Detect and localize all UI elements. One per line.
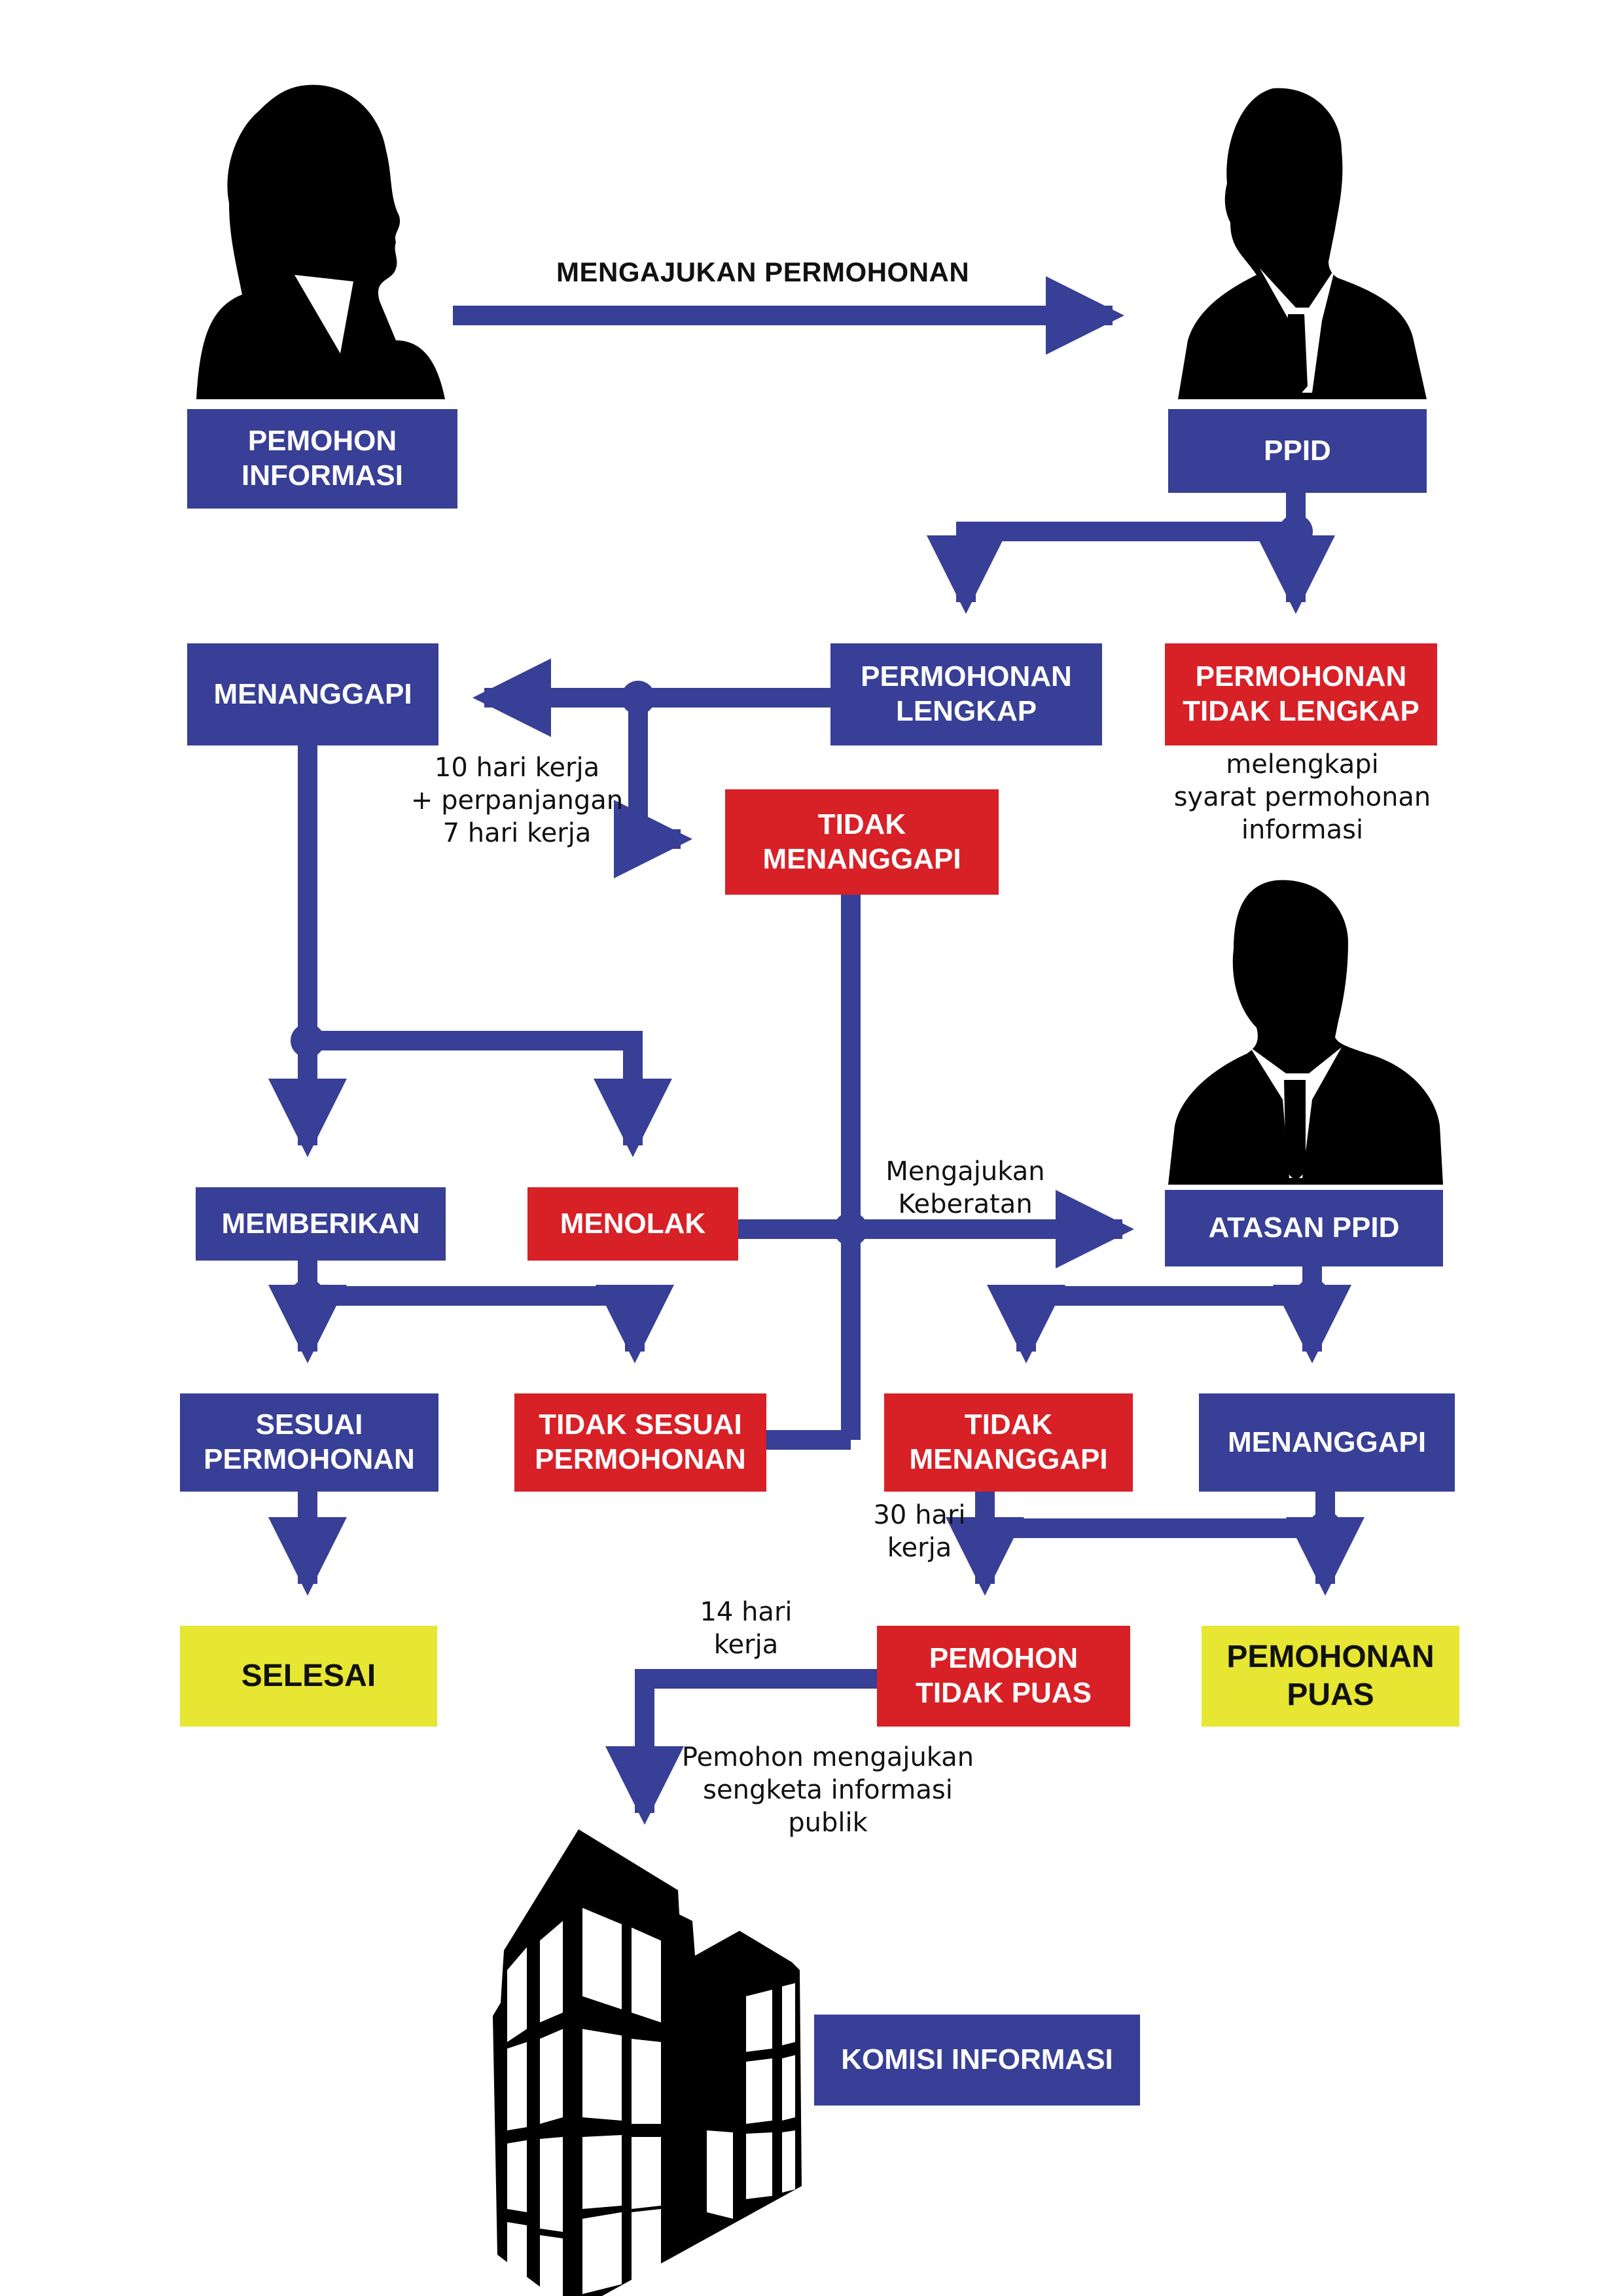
junction-dot <box>1279 514 1313 548</box>
submit-request-label: MENGAJUKAN PERMOHONAN <box>556 257 970 287</box>
junction-dot <box>1308 1511 1342 1545</box>
man-silhouette-icon <box>1178 88 1427 399</box>
man-silhouette-icon <box>1168 880 1443 1185</box>
file-objection-note: Mengajukan Keberatan <box>885 1157 1045 1219</box>
request-incomplete-box[interactable]: PERMOHONAN TIDAK LENGKAP <box>1165 643 1437 745</box>
ppid-box[interactable]: PPID <box>1168 409 1427 493</box>
woman-silhouette-icon <box>196 84 445 400</box>
request-complete-box[interactable]: PERMOHONAN LENGKAP <box>830 643 1102 745</box>
file-dispute-note: Pemohon mengajukan sengketa informasi pu… <box>681 1742 974 1838</box>
ppid-deadline-note: 10 hari kerja + perpanjangan 7 hari kerj… <box>410 753 624 848</box>
arrow-to-ppid-no-response <box>613 698 692 878</box>
ppid-responds-box[interactable]: MENANGGAPI <box>187 643 438 745</box>
applicant-unsatisfied-box[interactable]: PEMOHON TIDAK PUAS <box>877 1626 1130 1727</box>
arrow-to-not-matching <box>308 1284 674 1363</box>
arrow-file-dispute <box>605 1669 877 1825</box>
arrow-to-request-complete <box>927 522 1296 614</box>
supervisor-no-response-box[interactable]: TIDAK MENANGGAPI <box>884 1393 1133 1492</box>
finished-box[interactable]: SELESAI <box>180 1626 437 1727</box>
applicant-box[interactable]: PEMOHON INFORMASI <box>187 409 457 509</box>
junction-dot <box>621 681 655 715</box>
junction-dot <box>291 1279 325 1313</box>
provide-box[interactable]: MEMBERIKAN <box>196 1187 446 1261</box>
matches-request-box[interactable]: SESUAI PERMOHONAN <box>180 1393 438 1492</box>
ppid-no-response-box[interactable]: TIDAK MENANGGAPI <box>725 789 999 895</box>
junction-dot <box>291 1024 325 1058</box>
commission-box[interactable]: KOMISI INFORMASI <box>814 2015 1140 2106</box>
building-icon <box>493 1829 802 2296</box>
not-matching-request-box[interactable]: TIDAK SESUAI PERMOHONAN <box>514 1393 766 1492</box>
junction-dot <box>834 1212 868 1246</box>
commission-deadline-note: 14 hari kerja <box>700 1597 793 1660</box>
applicant-satisfied-box[interactable]: PEMOHONAN PUAS <box>1202 1626 1459 1727</box>
supervisor-box[interactable]: ATASAN PPID <box>1165 1190 1443 1266</box>
supervisor-responds-box[interactable]: MENANGGAPI <box>1199 1393 1455 1492</box>
arrow-to-reject <box>308 1031 672 1157</box>
junction-dot <box>1295 1279 1329 1313</box>
complete-requirements-note: melengkapi syarat permohonan informasi <box>1173 749 1431 845</box>
arrow-to-supervisor-no-response <box>987 1284 1312 1363</box>
reject-box[interactable]: MENOLAK <box>527 1187 738 1261</box>
supervisor-deadline-note: 30 hari kerja <box>873 1500 966 1563</box>
